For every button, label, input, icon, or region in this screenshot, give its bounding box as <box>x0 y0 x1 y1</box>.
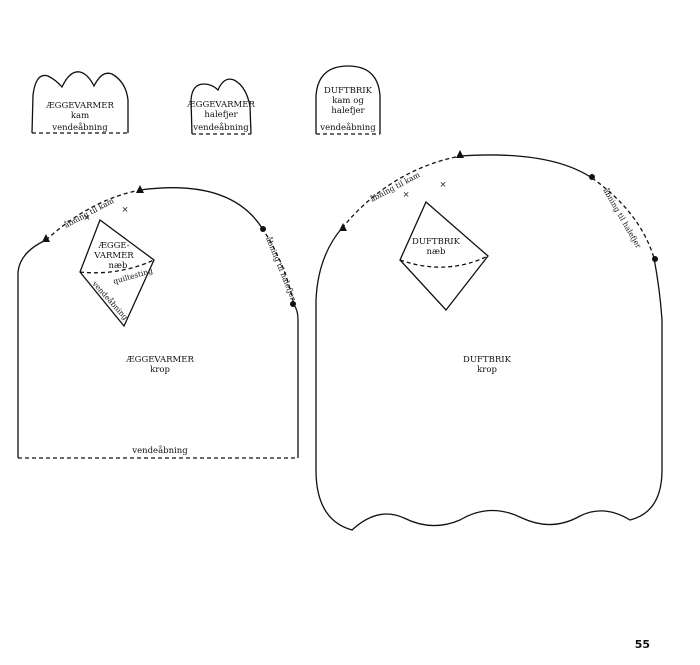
scent-body-piece: × × åbning til kam åbning til halefjer D… <box>315 150 663 531</box>
scent-body-cross-mark: × <box>439 180 446 190</box>
page-number: 55 <box>635 638 650 651</box>
egg-beak-opening-label: vendeåbning <box>90 279 130 322</box>
egg-body-cross-mark: × <box>121 205 128 215</box>
egg-body-tail-opening-line <box>261 227 295 306</box>
egg-body-triangle-mark <box>42 234 50 242</box>
egg-body-dot-mark <box>260 226 266 232</box>
scent-small-part-1: kam og <box>332 96 364 106</box>
scent-body-lower-outline <box>315 257 663 531</box>
egg-body-triangle-mark <box>136 185 144 193</box>
scent-body-part: krop <box>477 365 497 375</box>
egg-body-dot-mark <box>290 301 296 307</box>
egg-body-left-edge <box>17 239 47 458</box>
egg-body-cross-mark: × <box>83 213 90 223</box>
egg-tail-piece: ÆGGEVARMER halefjer vendeåbning <box>186 78 255 135</box>
egg-tail-title: ÆGGEVARMER <box>186 100 255 110</box>
egg-beak-label-1: ÆGGE- <box>97 241 129 251</box>
scent-small-piece: DUFTBRIK kam og halefjer vendeåbning <box>315 65 381 135</box>
egg-body-comb-opening-label: åbning til kam <box>63 196 116 230</box>
scent-small-opening: vendeåbning <box>319 121 376 133</box>
egg-comb-part: kam <box>71 111 89 121</box>
egg-comb-outline <box>31 71 129 134</box>
scent-beak-quilting-line <box>399 255 489 268</box>
egg-comb-opening: vendeåbning <box>51 121 108 133</box>
scent-body-dot-mark <box>652 256 658 262</box>
egg-comb-piece: ÆGGEVARMER kam vendeåbning <box>31 71 129 134</box>
scent-body-comb-opening-label: åbning til kam <box>369 170 422 204</box>
egg-tail-opening: vendeåbning <box>192 121 249 133</box>
egg-body-piece: × × åbning til kam åbning til halefjer Æ… <box>17 185 299 459</box>
scent-small-outline <box>315 65 381 134</box>
egg-comb-title: ÆGGEVARMER <box>45 101 114 111</box>
scent-body-triangle-mark <box>456 150 464 158</box>
egg-body-title: ÆGGEVARMER <box>125 355 194 365</box>
scent-small-part-2: halefjer <box>331 106 365 116</box>
scent-body-triangle-mark <box>339 223 347 231</box>
egg-body-opening: vendeåbning <box>131 444 188 456</box>
egg-beak-quilting-line <box>79 259 155 274</box>
scent-body-cross-mark: × <box>402 190 409 200</box>
scent-beak-outline <box>399 200 489 312</box>
egg-body-top-edge <box>139 187 263 229</box>
egg-tail-outline <box>190 78 252 135</box>
egg-beak-label-2: VARMER <box>93 251 134 261</box>
egg-beak-outline <box>79 218 155 328</box>
scent-beak-label-1: DUFTBRIK <box>412 237 461 247</box>
egg-body-right-edge <box>293 304 299 458</box>
egg-tail-part: halefjer <box>204 110 238 120</box>
egg-body-tail-opening-label: åbning til halefjer <box>264 235 298 302</box>
scent-body-tail-opening-label: åbning til halefjer <box>601 187 643 251</box>
scent-body-top-edge <box>459 154 593 179</box>
scent-body-left-upper-edge <box>315 227 343 301</box>
scent-beak-label-2: næb <box>427 247 446 257</box>
scent-small-title: DUFTBRIK <box>324 86 373 96</box>
egg-body-comb-opening-line <box>45 189 141 241</box>
egg-beak-label-3: næb <box>109 261 128 271</box>
scent-body-comb-opening-line <box>341 155 461 229</box>
egg-body-part: krop <box>150 365 170 375</box>
scent-body-tail-opening-line <box>591 177 655 259</box>
scent-body-dot-mark <box>589 174 595 180</box>
scent-body-title: DUFTBRIK <box>463 355 512 365</box>
